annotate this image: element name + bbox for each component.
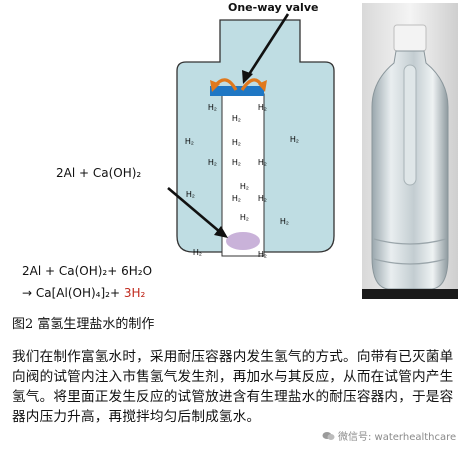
body-paragraph: 我们在制作富氢水时，采用耐压容器内发生氢气的方式。向带有已灭菌单向阀的试管内注入… bbox=[12, 349, 454, 425]
wechat-icon bbox=[322, 431, 335, 440]
valve-label: One-way valve bbox=[228, 1, 319, 14]
h2-label: H₂ bbox=[208, 103, 217, 112]
h2-label: H₂ bbox=[208, 158, 217, 167]
h2-label: H₂ bbox=[240, 213, 249, 222]
one-way-valve bbox=[210, 86, 264, 96]
reagent-deposit bbox=[226, 232, 260, 250]
h2-label: H₂ bbox=[240, 182, 249, 191]
figure-caption: 图2 富氢生理盐水的制作 bbox=[12, 317, 155, 332]
equation-line-2-text: → Ca[Al(OH)₄]₂+ bbox=[22, 286, 124, 300]
h2-label: H₂ bbox=[193, 248, 202, 257]
h2-label: H₂ bbox=[185, 137, 194, 146]
valve-pointer-line bbox=[246, 13, 290, 77]
watermark-text: 微信号: waterhealthcare bbox=[338, 432, 457, 443]
reaction-pointer-line bbox=[167, 187, 221, 233]
equation-line-2: → Ca[Al(OH)₄]₂+ 3H₂ bbox=[22, 286, 145, 300]
valve-pointer-arrowhead bbox=[242, 70, 253, 84]
hydrogen-bottle-diagram: H₂ H₂ H₂ H₂ H₂ H₂ H₂ H₂ H₂ H₂ H₂ H₂ H₂ H… bbox=[167, 13, 335, 259]
inner-tube bbox=[403, 64, 417, 186]
reaction-label: 2Al + Ca(OH)₂ bbox=[56, 166, 142, 180]
hydrogen-product: 3H₂ bbox=[123, 286, 146, 300]
arrowhead-right bbox=[258, 80, 267, 92]
watermark: 微信号: waterhealthcare bbox=[322, 428, 456, 443]
h2-label: H₂ bbox=[290, 135, 299, 144]
h2-label: H₂ bbox=[258, 194, 267, 203]
h2-label: H₂ bbox=[232, 138, 241, 147]
h2-label: H₂ bbox=[186, 190, 195, 199]
h2-label: H₂ bbox=[232, 114, 241, 123]
bottle-cap bbox=[393, 24, 427, 52]
h2-label: H₂ bbox=[258, 250, 267, 259]
h2-label: H₂ bbox=[232, 194, 241, 203]
bottle-ribs bbox=[373, 238, 447, 265]
h2-label: H₂ bbox=[232, 158, 241, 167]
test-tube bbox=[221, 93, 265, 257]
h2-label: H₂ bbox=[258, 103, 267, 112]
equation-line-1: 2Al + Ca(OH)₂+ 6H₂O bbox=[22, 264, 153, 278]
bottle-photo bbox=[362, 3, 458, 299]
reaction-pointer-arrowhead bbox=[214, 226, 228, 238]
h2-label: H₂ bbox=[258, 158, 267, 167]
h2-label: H₂ bbox=[280, 217, 289, 226]
arrowhead-left bbox=[210, 80, 220, 92]
